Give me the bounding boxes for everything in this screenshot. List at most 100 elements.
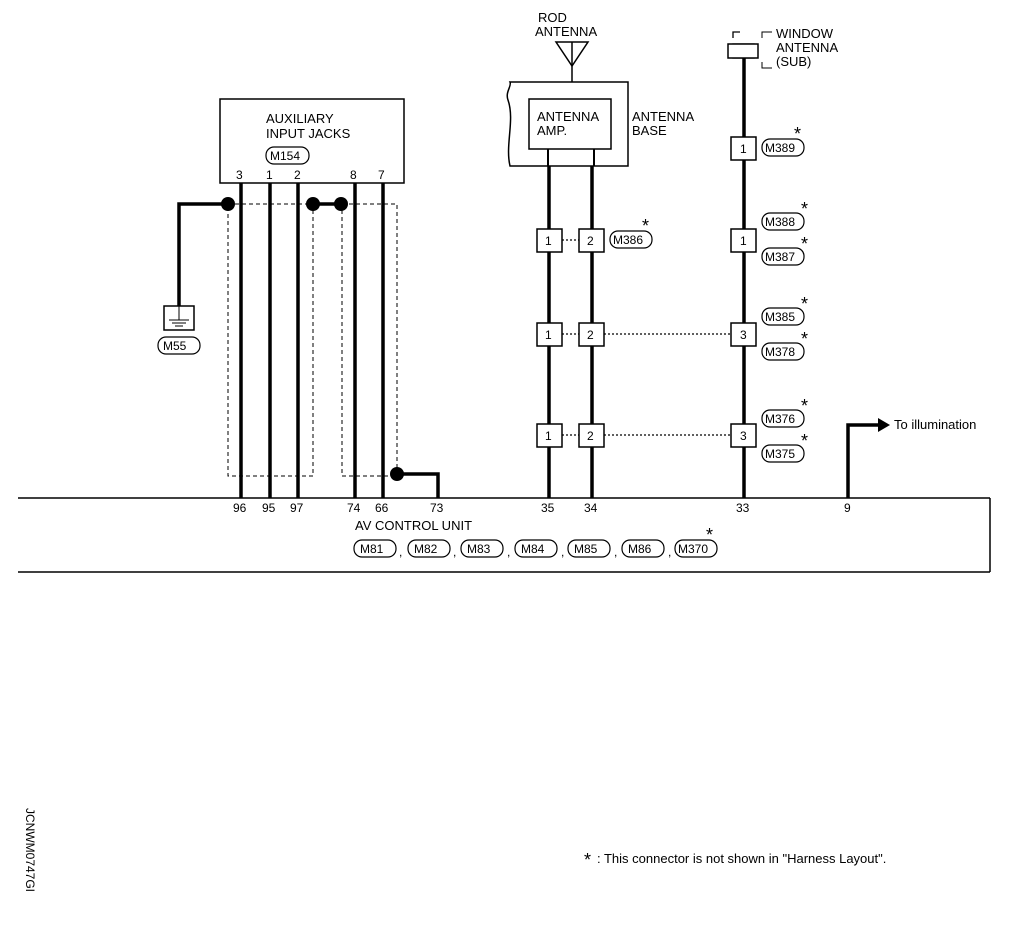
antenna-base-line2: BASE: [632, 123, 667, 138]
avcu-conn-pill: [514, 539, 558, 558]
svg-text:,: ,: [507, 545, 510, 559]
splice-dot: [221, 197, 235, 211]
antenna-amp-line2: AMP.: [537, 123, 567, 138]
ground-connector-pill: [157, 336, 201, 355]
shield-right: [341, 203, 398, 477]
ground-symbol-icon: [163, 305, 195, 331]
antenna-base-line1: ANTENNA: [632, 109, 694, 124]
star-mark: *: [801, 294, 808, 314]
window-antenna-line3: (SUB): [776, 54, 811, 69]
joint-m376-m375: [730, 423, 757, 448]
avcu-pin-9: 9: [844, 501, 851, 515]
svg-text:1: 1: [740, 234, 747, 248]
shield-left: [227, 203, 314, 477]
star-mark: *: [801, 329, 808, 349]
svg-text:1: 1: [545, 234, 552, 248]
avcu-pin-35: 35: [541, 501, 555, 515]
svg-text:1: 1: [545, 328, 552, 342]
joint-m385-m378: [730, 322, 757, 347]
avcu-conn-m85: M85: [574, 542, 598, 556]
aux-title-line1: AUXILIARY: [266, 111, 334, 126]
svg-text:1: 1: [545, 429, 552, 443]
avcu-conn-m370: M370: [678, 542, 708, 556]
m388-connector-pill: [761, 212, 805, 231]
avcu-conn-pill: [621, 539, 665, 558]
star-mark: *: [801, 234, 808, 254]
joint-m389: [730, 136, 757, 161]
star-mark: *: [801, 431, 808, 451]
ground-connector-label: M55: [163, 339, 187, 353]
m375-connector-label: M375: [765, 447, 795, 461]
antenna-amp-line1: ANTENNA: [537, 109, 599, 124]
avcu-pin-96: 96: [233, 501, 247, 515]
avcu-conn-m83: M83: [467, 542, 491, 556]
svg-text:,: ,: [561, 545, 564, 559]
avcu-conn-m84: M84: [521, 542, 545, 556]
svg-text:,: ,: [399, 545, 402, 559]
svg-text:2: 2: [587, 328, 594, 342]
avcu-conn-pill: [460, 539, 504, 558]
aux-pin-2: 2: [294, 168, 301, 182]
wire-ground: [177, 202, 228, 306]
wire-shield-73: [397, 472, 440, 498]
window-antenna-line1: WINDOW: [776, 26, 834, 41]
antenna-amp-box: [528, 98, 612, 150]
m389-connector-label: M389: [765, 141, 795, 155]
avcu-conn-m82: M82: [414, 542, 438, 556]
avcu-pin-74: 74: [347, 501, 361, 515]
avcu-conn-m81: M81: [360, 542, 384, 556]
rod-antenna-line2: ANTENNA: [535, 24, 597, 39]
m385-connector-pill: [761, 307, 805, 326]
m387-connector-pill: [761, 247, 805, 266]
rod-antenna-icon: [554, 41, 590, 82]
m386-connector-pill: [609, 230, 653, 249]
svg-text:3: 3: [740, 328, 747, 342]
star-mark: *: [801, 199, 808, 219]
svg-text:3: 3: [740, 429, 747, 443]
m376-connector-pill: [761, 409, 805, 428]
wire-illumination-9: [846, 423, 880, 498]
m385-connector-label: M385: [765, 310, 795, 324]
avcu-conn-pill: [674, 539, 718, 558]
m389-connector-pill: [761, 138, 805, 157]
diagram-code: JCNWM0747GI: [23, 808, 37, 892]
avcu-title: AV CONTROL UNIT: [355, 518, 472, 533]
window-antenna-icon: [727, 31, 772, 69]
footnote-text: : This connector is not shown in "Harnes…: [597, 851, 886, 866]
star-mark: *: [642, 216, 649, 236]
m376-connector-label: M376: [765, 412, 795, 426]
aux-input-jacks-box: [219, 98, 405, 184]
star-mark: *: [794, 124, 801, 144]
joint-row3: 1 2: [536, 423, 731, 448]
avcu-pin-34: 34: [584, 501, 598, 515]
svg-text:2: 2: [587, 429, 594, 443]
svg-text:,: ,: [668, 545, 671, 559]
star-mark: *: [584, 850, 591, 870]
joint-m388-m387: [730, 228, 757, 253]
m378-connector-label: M378: [765, 345, 795, 359]
m375-connector-pill: [761, 444, 805, 463]
avcu-pin-95: 95: [262, 501, 276, 515]
avcu-pin-97: 97: [290, 501, 304, 515]
m387-connector-label: M387: [765, 250, 795, 264]
avcu-conn-pill: [407, 539, 451, 558]
m386-connector-label: M386: [613, 233, 643, 247]
avcu-pin-66: 66: [375, 501, 389, 515]
avcu-conn-m86: M86: [628, 542, 652, 556]
m388-connector-label: M388: [765, 215, 795, 229]
avcu-pin-33: 33: [736, 501, 750, 515]
svg-text:,: ,: [614, 545, 617, 559]
aux-pin-3: 3: [236, 168, 243, 182]
svg-text:1: 1: [740, 142, 747, 156]
star-mark: *: [801, 396, 808, 416]
illumination-label: To illumination: [894, 417, 976, 432]
aux-title-line2: INPUT JACKS: [266, 126, 351, 141]
avcu-conn-pill: [353, 539, 397, 558]
m378-connector-pill: [761, 342, 805, 361]
rod-antenna-line1: ROD: [538, 10, 567, 25]
splice-dot: [390, 467, 404, 481]
window-antenna-line2: ANTENNA: [776, 40, 838, 55]
av-control-unit-box: [18, 498, 990, 572]
aux-pin-7: 7: [378, 168, 385, 182]
svg-text:2: 2: [587, 234, 594, 248]
